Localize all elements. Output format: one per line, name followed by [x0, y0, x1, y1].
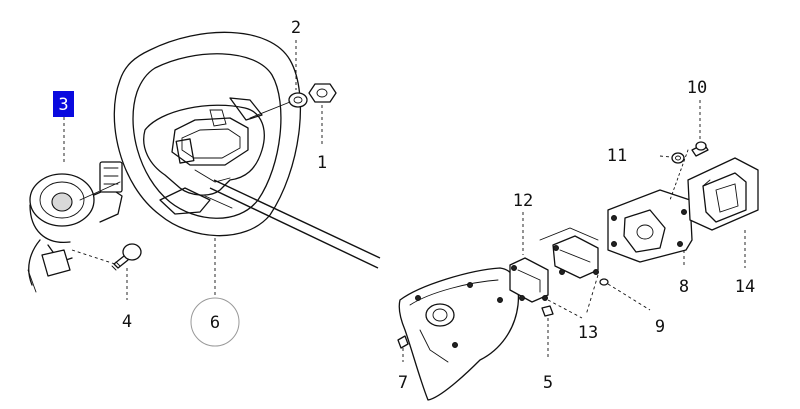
screw-4-drawing — [111, 243, 142, 271]
callout-7: 7 — [398, 373, 408, 393]
callout-14: 14 — [735, 277, 755, 297]
steering-wheel-drawing — [113, 31, 381, 269]
screw-4-axis — [71, 249, 116, 265]
leader-9 — [607, 283, 651, 311]
bolt-axis-10 — [669, 149, 689, 201]
callout-2: 2 — [291, 18, 301, 38]
cover-14-drawing — [687, 157, 759, 231]
nut-5-drawing — [541, 305, 554, 317]
screw-9-drawing — [599, 278, 609, 286]
callout-3: 3 — [58, 95, 68, 115]
callout-9: 9 — [655, 317, 665, 337]
callout-1: 1 — [317, 153, 327, 173]
callout-5: 5 — [543, 373, 553, 393]
bolt-axis-line — [249, 101, 291, 119]
leader-13b — [585, 274, 599, 316]
bolt-10-drawing — [691, 141, 709, 157]
clip-7-drawing — [397, 335, 409, 349]
plate-8-drawing — [607, 189, 699, 263]
callout-10: 10 — [687, 78, 707, 98]
callout-6: 6 — [210, 313, 220, 333]
callout-3-highlight — [53, 91, 74, 117]
callout-8: 8 — [679, 277, 689, 297]
callout-13: 13 — [578, 323, 598, 343]
bracket-13-drawing — [539, 227, 599, 279]
leader-13a — [547, 299, 583, 319]
callout-4: 4 — [122, 312, 132, 332]
callout-6-circle — [190, 297, 240, 347]
washer-11-drawing — [671, 152, 685, 164]
leader-11 — [659, 155, 672, 158]
nut-drawing — [308, 83, 337, 103]
washer-drawing — [288, 92, 308, 108]
steering-column-housing-drawing — [398, 267, 520, 401]
contact-reel-drawing — [27, 161, 123, 293]
callout-12: 12 — [513, 191, 533, 211]
bracket-12-drawing — [509, 257, 549, 303]
callout-11: 11 — [607, 146, 627, 166]
